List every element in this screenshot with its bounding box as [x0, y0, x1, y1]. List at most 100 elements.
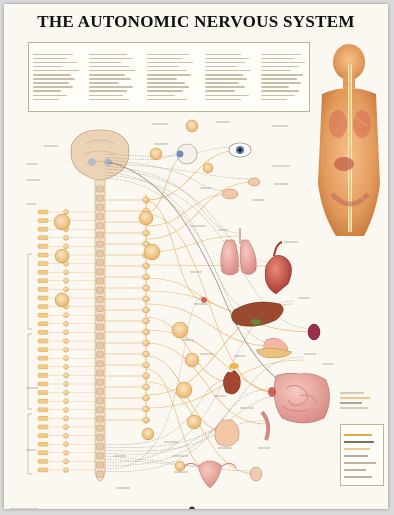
segment-marker	[38, 305, 48, 309]
segment-marker	[38, 279, 48, 283]
chain-ganglion	[142, 318, 149, 324]
ganglion	[172, 322, 188, 338]
vertebra	[97, 379, 104, 385]
uterus-icon	[184, 461, 236, 488]
segment-marker	[38, 408, 48, 412]
segment-marker	[38, 227, 48, 231]
eyeball-icon	[177, 144, 198, 164]
vertebra	[97, 315, 104, 321]
vertebra	[97, 223, 104, 229]
sympathetic-fiber	[146, 265, 278, 266]
ganglion	[186, 120, 198, 132]
chain-ganglion	[142, 307, 149, 313]
segment-marker	[38, 382, 48, 386]
segment-marker	[38, 416, 48, 420]
copyright-notice	[10, 499, 40, 504]
parasympathetic-fiber	[105, 421, 266, 451]
region-bracket	[28, 334, 32, 409]
vertebra	[97, 444, 104, 450]
sympathetic-fiber	[146, 182, 254, 239]
dorsal-root-ganglion	[63, 364, 68, 369]
vertebra	[97, 352, 104, 358]
ganglion	[55, 249, 69, 263]
vertebra	[97, 260, 104, 266]
legend-row	[344, 440, 380, 444]
chain-ganglion	[142, 285, 149, 291]
legend-row	[344, 475, 380, 479]
sympathetic-fiber	[146, 382, 256, 474]
vertebra	[97, 425, 104, 431]
segment-marker	[38, 451, 48, 455]
segment-marker	[38, 322, 48, 326]
ganglion	[150, 148, 162, 160]
kidney-icon	[223, 363, 240, 394]
ganglion	[142, 428, 154, 440]
ganglion	[55, 293, 69, 307]
lungs-icon	[221, 228, 257, 275]
vertebra	[97, 186, 104, 192]
segment-marker	[38, 365, 48, 369]
vertebra	[97, 204, 104, 210]
sympathetic-fiber	[146, 154, 187, 213]
chain-ganglion	[142, 417, 149, 423]
dorsal-root-ganglion	[63, 330, 68, 335]
segment-marker	[38, 236, 48, 240]
ganglion	[139, 211, 153, 225]
vertebra	[97, 361, 104, 367]
chain-ganglion	[142, 296, 149, 302]
vertebra	[97, 370, 104, 376]
legend-row	[344, 433, 380, 437]
parasympathetic-fiber	[105, 389, 272, 472]
segment-marker	[38, 330, 48, 334]
vertebra	[97, 462, 104, 468]
vertebra	[97, 324, 104, 330]
chain-ganglion	[142, 274, 149, 280]
vertebra	[97, 232, 104, 238]
segment-marker	[38, 253, 48, 257]
vertebra	[97, 250, 104, 256]
dorsal-root-ganglion	[63, 433, 68, 438]
segment-marker	[38, 356, 48, 360]
segment-marker	[38, 270, 48, 274]
dorsal-root-ganglion	[63, 209, 68, 214]
spleen-icon	[308, 324, 320, 340]
segment-marker	[38, 348, 48, 352]
vertebra	[97, 278, 104, 284]
publisher-logo	[154, 500, 234, 507]
vertebra	[97, 214, 104, 220]
legend-row	[344, 468, 380, 472]
vertebra	[97, 416, 104, 422]
dorsal-root-ganglion	[63, 278, 68, 283]
segment-marker	[38, 468, 48, 472]
dorsal-root-ganglion	[63, 313, 68, 318]
vertebra	[97, 333, 104, 339]
chain-ganglion	[142, 384, 149, 390]
dorsal-root-ganglion	[63, 467, 68, 472]
sympathetic-fiber	[146, 317, 232, 382]
segment-marker	[38, 434, 48, 438]
legend-box	[340, 424, 384, 486]
rectum-icon	[262, 412, 268, 440]
dorsal-root-ganglion	[63, 270, 68, 275]
vertebra	[97, 388, 104, 394]
parasympathetic-fiber	[105, 166, 240, 233]
vertebra	[97, 407, 104, 413]
vertebra	[97, 269, 104, 275]
legend-row	[344, 454, 380, 458]
dorsal-root-ganglion	[63, 321, 68, 326]
dorsal-root-ganglion	[63, 235, 68, 240]
dorsal-root-ganglion	[63, 244, 68, 249]
region-bracket	[28, 414, 32, 474]
chain-ganglion	[142, 230, 149, 236]
sympathetic-trunk	[105, 194, 150, 424]
ganglion	[185, 353, 199, 367]
parasympathetic-fiber	[105, 357, 304, 465]
small-legend	[340, 390, 374, 412]
vertebra	[97, 306, 104, 312]
dorsal-root-ganglion	[63, 381, 68, 386]
ganglion	[187, 415, 201, 429]
ganglion	[176, 382, 192, 398]
segment-marker	[38, 391, 48, 395]
genital-icon	[250, 467, 262, 481]
chain-ganglion	[142, 362, 149, 368]
